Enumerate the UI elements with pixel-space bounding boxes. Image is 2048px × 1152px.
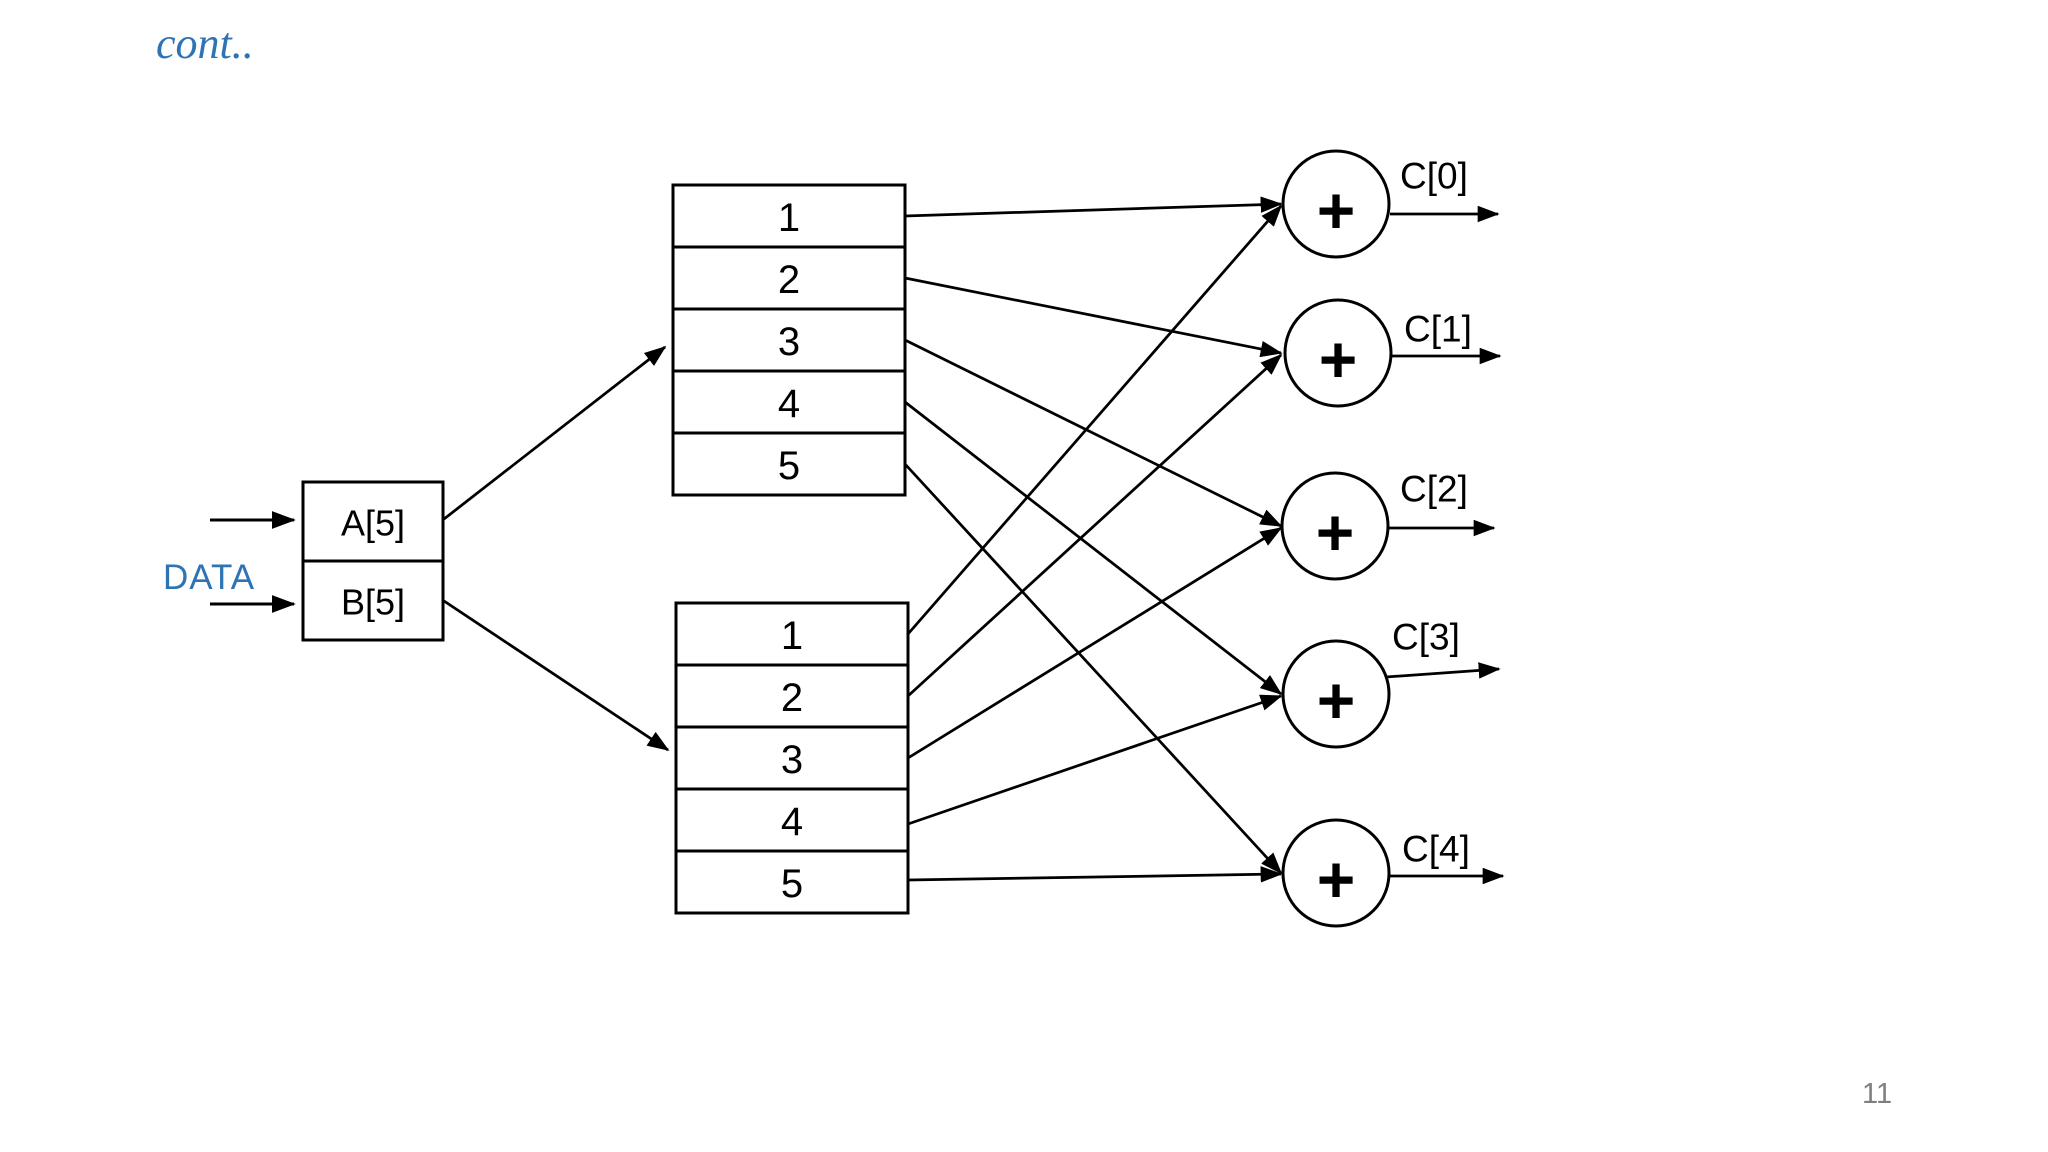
conn-a1-to-c0 [904,196,1283,218]
array-b: 1 2 3 4 5 [674,601,910,915]
array-b-cell-1-label: 1 [781,614,803,658]
slide-title: cont.. [156,19,254,68]
adder-c1: + C[1] [1283,298,1502,408]
adder-c3: + C[3] [1281,617,1501,749]
adder-c2-circle [1280,471,1390,581]
conn-a4-to-c3 [904,400,1283,696]
array-b-cell-2 [674,663,910,729]
array-b-cell-5 [674,849,910,915]
array-a: 1 2 3 4 5 [671,183,907,497]
adder-c0-circle [1281,149,1391,259]
box-b [301,559,445,642]
adder-c4-plus: + [1317,842,1356,916]
adder-c4-label: C[4] [1402,829,1470,870]
adder-c3-label: C[3] [1392,617,1460,658]
adder-c0: + C[0] [1281,149,1500,259]
adder-c2-plus: + [1316,495,1355,569]
array-a-cell-4-label: 4 [778,382,800,426]
array-a-cell-3-label: 3 [778,320,800,364]
box-b-label: B[5] [341,582,405,623]
array-a-cell-5-label: 5 [778,444,800,488]
array-b-cell-4-label: 4 [781,800,803,844]
adder-c1-circle [1283,298,1393,408]
conn-b3-to-c2 [907,526,1283,760]
array-b-cell-4 [674,787,910,853]
adder-c4: + C[4] [1281,818,1505,928]
adder-c3-circle [1281,639,1391,749]
adder-c3-plus: + [1317,663,1356,737]
page-number: 11 [1862,1078,1893,1110]
adder-c0-label: C[0] [1400,156,1468,197]
arrow-a-to-top-array [443,345,667,521]
adder-c2-label: C[2] [1400,469,1468,510]
conn-a2-to-c1 [904,276,1283,358]
adder-c1-label: C[1] [1404,309,1472,350]
array-b-cell-5-label: 5 [781,862,803,906]
conn-a5-to-c4 [903,463,1283,875]
data-label: DATA [163,558,256,597]
array-a-cell-1-label: 1 [778,196,800,240]
box-a-label: A[5] [341,503,405,544]
conn-a3-to-c2 [904,338,1283,528]
adder-c3-output-arrow [1385,662,1501,679]
array-a-cell-4 [671,369,907,435]
adder-c1-plus: + [1319,322,1358,396]
box-a [301,480,445,563]
conn-b4-to-c3 [907,694,1283,826]
conn-b1-to-c0 [906,204,1283,635]
conn-b5-to-c4 [907,866,1283,883]
array-b-cell-2-label: 2 [781,676,803,720]
adder-c4-circle [1281,818,1391,928]
array-a-cell-2 [671,245,907,311]
adder-c2: + C[2] [1280,469,1496,581]
conn-b2-to-c1 [907,353,1283,698]
array-a-cell-2-label: 2 [778,258,800,302]
array-a-cell-3 [671,307,907,373]
arrow-b-to-bottom-array [443,599,670,752]
array-a-cell-5 [671,431,907,497]
adder-c0-plus: + [1317,173,1356,247]
array-b-cell-3-label: 3 [781,738,803,782]
